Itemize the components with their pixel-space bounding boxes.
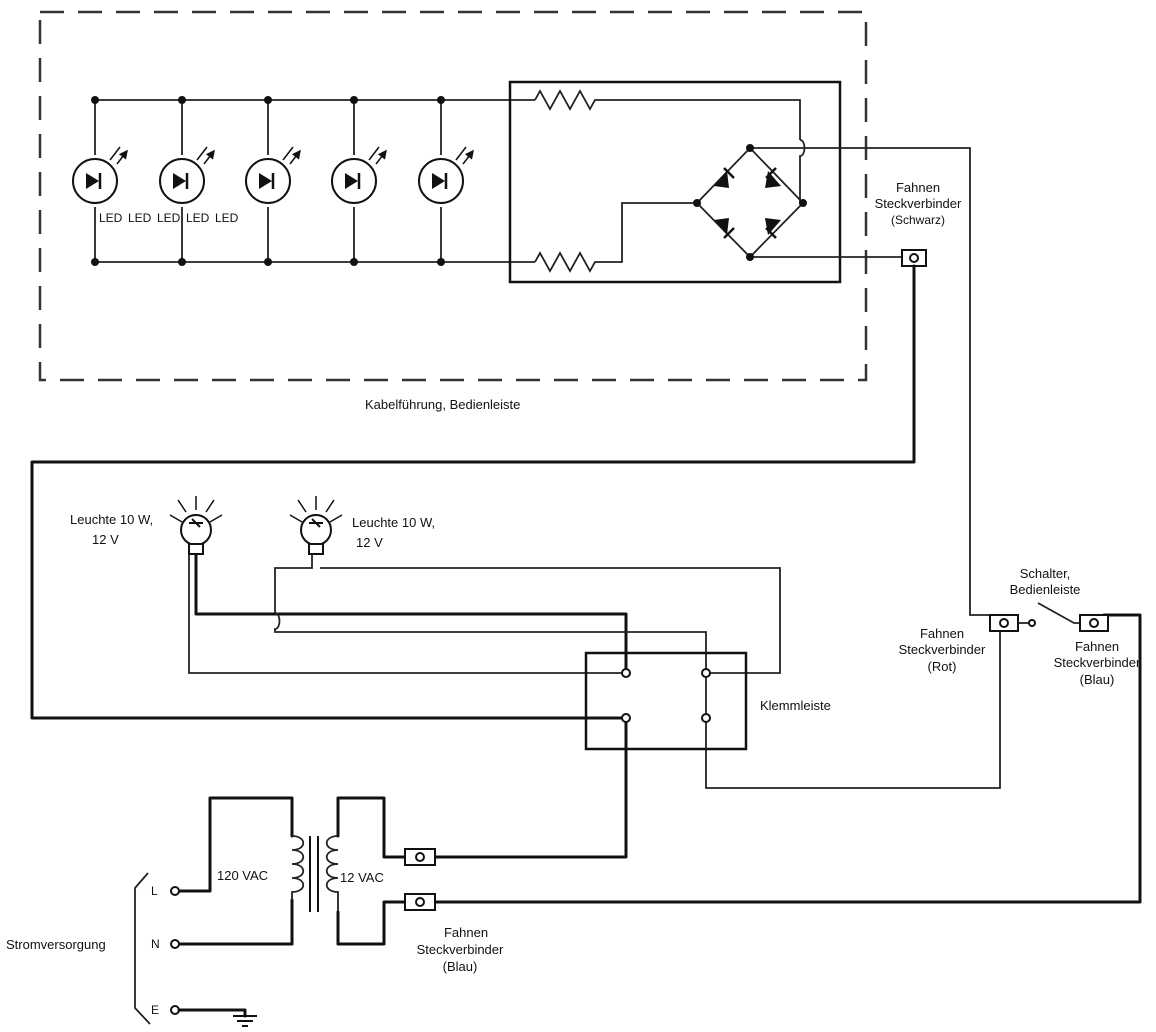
led-label-4: LED — [186, 211, 210, 225]
lamp-2-line2: 12 V — [356, 535, 383, 550]
terminal-l-label: L — [151, 884, 158, 898]
ground-icon — [177, 1008, 257, 1027]
transformer — [173, 796, 407, 946]
led-2 — [159, 147, 214, 204]
lamp-2 — [289, 496, 343, 555]
terminal-n — [170, 939, 180, 949]
terminal-n-label: N — [151, 937, 160, 951]
power-supply-bracket — [134, 872, 151, 1025]
external-wiring — [30, 264, 1142, 904]
power-supply-label: Stromversorgung — [6, 937, 106, 952]
lamp-1-line2: 12 V — [92, 532, 119, 547]
terminal-block-label: Klemmleiste — [760, 698, 831, 713]
connector-black-line1: Fahnen — [896, 180, 940, 195]
connector-black-line3: (Schwarz) — [891, 213, 945, 227]
terminal-l — [170, 886, 180, 896]
led-bus-wires — [94, 99, 535, 263]
connector-blue-supply-line3: (Blau) — [443, 959, 478, 974]
panel-caption: Kabelführung, Bedienleiste — [365, 397, 520, 412]
led-label-2: LED — [128, 211, 152, 225]
connector-blue-supply-line1: Fahnen — [444, 925, 488, 940]
bridge-rectifier — [693, 139, 990, 616]
connector-blue-supply-line2: Steckverbinder — [417, 942, 504, 957]
led-label-1: LED — [99, 211, 123, 225]
connector-blue-switch-line3: (Blau) — [1080, 672, 1115, 687]
lamp-1 — [169, 496, 223, 555]
transformer-secondary-label: 12 VAC — [340, 870, 384, 885]
led-1 — [72, 147, 127, 204]
connector-blue-switch-line1: Fahnen — [1075, 639, 1119, 654]
resistor-top — [534, 89, 801, 140]
connector-red-line2: Steckverbinder — [899, 642, 986, 657]
led-5 — [418, 147, 473, 204]
switch-line2: Bedienleiste — [1010, 582, 1081, 597]
control-panel-enclosure — [38, 10, 868, 382]
resistor-bottom — [534, 202, 697, 273]
terminal-block — [584, 651, 748, 751]
led-4 — [331, 147, 386, 204]
led-junction-dots — [91, 96, 445, 266]
led-label-5: LED — [215, 211, 239, 225]
connector-blue-switch-line2: Steckverbinder — [1054, 655, 1141, 670]
led-3 — [245, 147, 300, 204]
lamp-1-line1: Leuchte 10 W, — [70, 512, 153, 527]
led-label-3: LED — [157, 211, 181, 225]
connector-red-line1: Fahnen — [920, 626, 964, 641]
rectifier-board — [508, 80, 842, 284]
transformer-primary-label: 120 VAC — [217, 868, 268, 883]
lamp-2-line1: Leuchte 10 W, — [352, 515, 435, 530]
terminal-e-label: E — [151, 1003, 159, 1017]
switch-line1: Schalter, — [1020, 566, 1071, 581]
connector-black-line2: Steckverbinder — [875, 196, 962, 211]
connector-red-line3: (Rot) — [928, 659, 957, 674]
switch-lever — [1037, 602, 1080, 624]
